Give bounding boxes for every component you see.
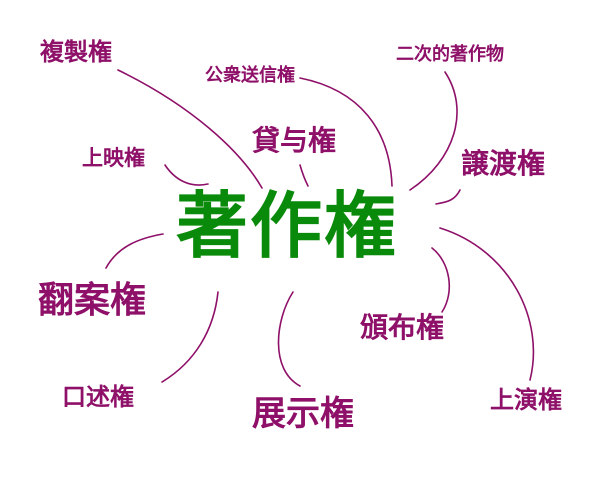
connector-tenji bbox=[277, 291, 301, 387]
node-honan: 翻案権 bbox=[38, 279, 147, 321]
connector-jouen bbox=[439, 227, 535, 381]
node-jouei: 上映権 bbox=[82, 145, 145, 170]
node-koujutsu: 口述権 bbox=[62, 382, 134, 411]
center-node: 著作権 bbox=[176, 183, 399, 268]
connector-jouto bbox=[435, 189, 461, 205]
connector-niji bbox=[409, 71, 458, 191]
node-niji: 二次的著作物 bbox=[396, 44, 504, 65]
node-jouen: 上演権 bbox=[490, 385, 562, 414]
connector-jouei bbox=[164, 164, 209, 186]
connector-honan bbox=[105, 233, 164, 269]
node-kousyu: 公衆送信権 bbox=[205, 65, 295, 86]
node-hanpu: 頒布権 bbox=[360, 311, 445, 344]
connector-kousyu bbox=[299, 77, 393, 187]
connector-hanpu bbox=[431, 247, 450, 313]
connector-fukusei bbox=[117, 69, 263, 189]
node-fukusei: 複製権 bbox=[40, 37, 112, 66]
connector-koujutsu bbox=[161, 291, 219, 383]
node-taiyo: 貸与権 bbox=[252, 124, 337, 157]
node-tenji: 展示権 bbox=[252, 394, 354, 434]
node-jouto: 譲渡権 bbox=[461, 147, 546, 180]
connector-taiyo bbox=[299, 164, 309, 187]
